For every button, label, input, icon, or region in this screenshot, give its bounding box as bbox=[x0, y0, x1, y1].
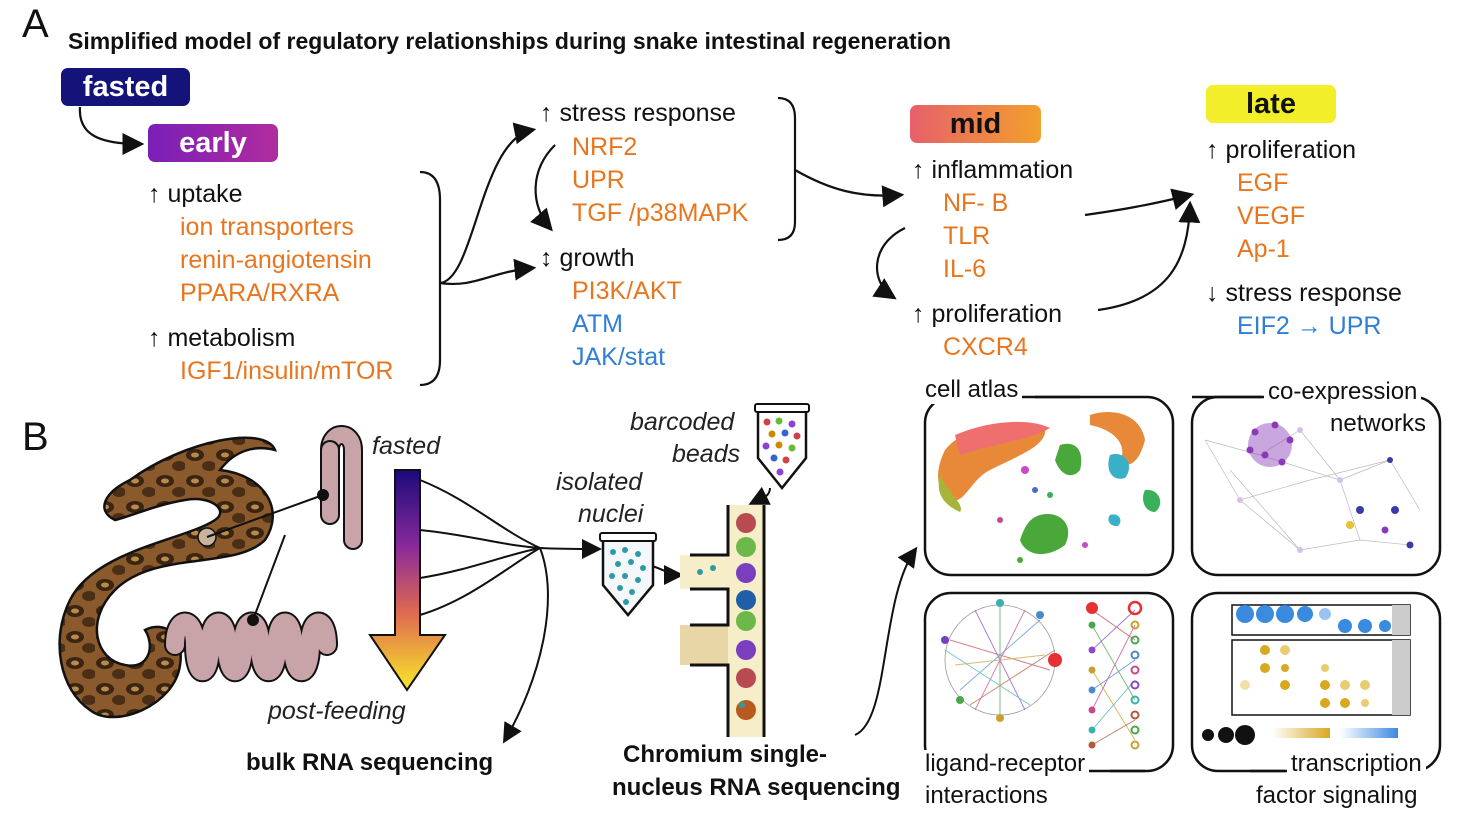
arrow-middle-mid bbox=[794, 169, 905, 208]
ligand-receptor-bipartite bbox=[1086, 600, 1143, 750]
arrow-inflammation-late bbox=[1084, 188, 1195, 217]
arrow-early-stress bbox=[439, 122, 537, 285]
stage-fasted: fasted bbox=[61, 68, 190, 106]
late-proliferation-item: Ap-1 bbox=[1237, 235, 1290, 263]
arrow-stress-growth bbox=[530, 144, 556, 232]
bracket-early bbox=[419, 170, 442, 387]
middle-stress: ↑ stress response bbox=[540, 99, 736, 127]
middle-growth-item: PI3K/AKT bbox=[572, 277, 682, 305]
label-beads: beads bbox=[672, 440, 741, 468]
arrow-inflammation-proliferation bbox=[872, 227, 906, 300]
middle-growth: ↕ growth bbox=[540, 244, 635, 272]
early-metabolism-item: IGF1/insulin/mTOR bbox=[180, 357, 394, 385]
tf-dotplot bbox=[1202, 604, 1411, 745]
arrow-proliferation-late bbox=[1097, 200, 1201, 312]
mid-inflammation-item: IL-6 bbox=[943, 255, 987, 283]
beads-tube bbox=[754, 403, 810, 491]
panel-letter-b: B bbox=[22, 415, 49, 459]
label-ligand-1: ligand-receptor bbox=[921, 750, 1090, 778]
mid-inflammation-item: NF- B bbox=[943, 189, 1009, 217]
mid-inflammation: ↑ inflammation bbox=[912, 156, 1074, 184]
time-gradient-arrow bbox=[368, 469, 447, 692]
label-cell-atlas: cell atlas bbox=[921, 376, 1023, 404]
microfluidic-chip bbox=[680, 505, 766, 737]
ligand-receptor-network bbox=[941, 599, 1062, 722]
label-nuclei: nuclei bbox=[578, 500, 644, 528]
label-fasted: fasted bbox=[372, 432, 441, 460]
early-uptake-item: PPARA/RXRA bbox=[180, 279, 340, 307]
late-stress-item: EIF2 → UPR bbox=[1237, 312, 1382, 340]
label-tf-1: transcription bbox=[1287, 750, 1426, 778]
arrow-early-growth bbox=[439, 258, 537, 286]
panel-a-title: Simplified model of regulatory relations… bbox=[68, 28, 952, 54]
middle-growth-item: JAK/stat bbox=[572, 343, 666, 371]
early-uptake: ↑ uptake bbox=[148, 180, 243, 208]
label-coexpression-2: networks bbox=[1330, 410, 1427, 437]
late-proliferation-item: EGF bbox=[1237, 169, 1289, 197]
label-post-feeding: post-feeding bbox=[268, 697, 406, 725]
label-barcoded: barcoded bbox=[630, 408, 735, 436]
late-proliferation-item: VEGF bbox=[1237, 202, 1306, 230]
middle-stress-item: UPR bbox=[572, 166, 625, 194]
stage-mid: mid bbox=[910, 105, 1041, 143]
label-chromium-2: nucleus RNA sequencing bbox=[612, 774, 901, 801]
early-metabolism: ↑ metabolism bbox=[148, 324, 296, 352]
mid-inflammation-item: TLR bbox=[943, 222, 991, 250]
coexpression-nodes bbox=[1237, 421, 1414, 553]
cell-atlas-umap bbox=[938, 411, 1161, 563]
snake-body bbox=[58, 436, 278, 719]
coexpression-network bbox=[1204, 429, 1421, 551]
late-stress: ↓ stress response bbox=[1206, 279, 1402, 307]
middle-stress-item: NRF2 bbox=[572, 133, 638, 161]
middle-growth-item: ATM bbox=[572, 310, 623, 338]
label-isolated: isolated bbox=[556, 468, 643, 496]
label-coexpression-1: co-expression bbox=[1264, 378, 1422, 406]
snake-illustration bbox=[58, 425, 363, 719]
early-uptake-item: ion transporters bbox=[180, 213, 354, 241]
label-tf-2: factor signaling bbox=[1256, 782, 1418, 809]
label-ligand-2: interactions bbox=[925, 782, 1048, 809]
arrow-fasted-early bbox=[78, 106, 145, 155]
nuclei-tube bbox=[599, 532, 657, 617]
early-uptake-item: renin-angiotensin bbox=[180, 246, 372, 274]
late-proliferation: ↑ proliferation bbox=[1206, 136, 1357, 164]
stage-late: late bbox=[1206, 85, 1336, 123]
stage-early: early bbox=[148, 124, 278, 162]
mid-proliferation: ↑ proliferation bbox=[912, 300, 1063, 328]
mid-proliferation-item: CXCR4 bbox=[943, 333, 1028, 361]
label-bulk-rna: bulk RNA sequencing bbox=[246, 749, 494, 776]
panel-letter-a: A bbox=[22, 2, 49, 46]
middle-stress-item: TGF /p38MAPK bbox=[572, 199, 749, 227]
label-chromium-1: Chromium single- bbox=[622, 741, 827, 768]
